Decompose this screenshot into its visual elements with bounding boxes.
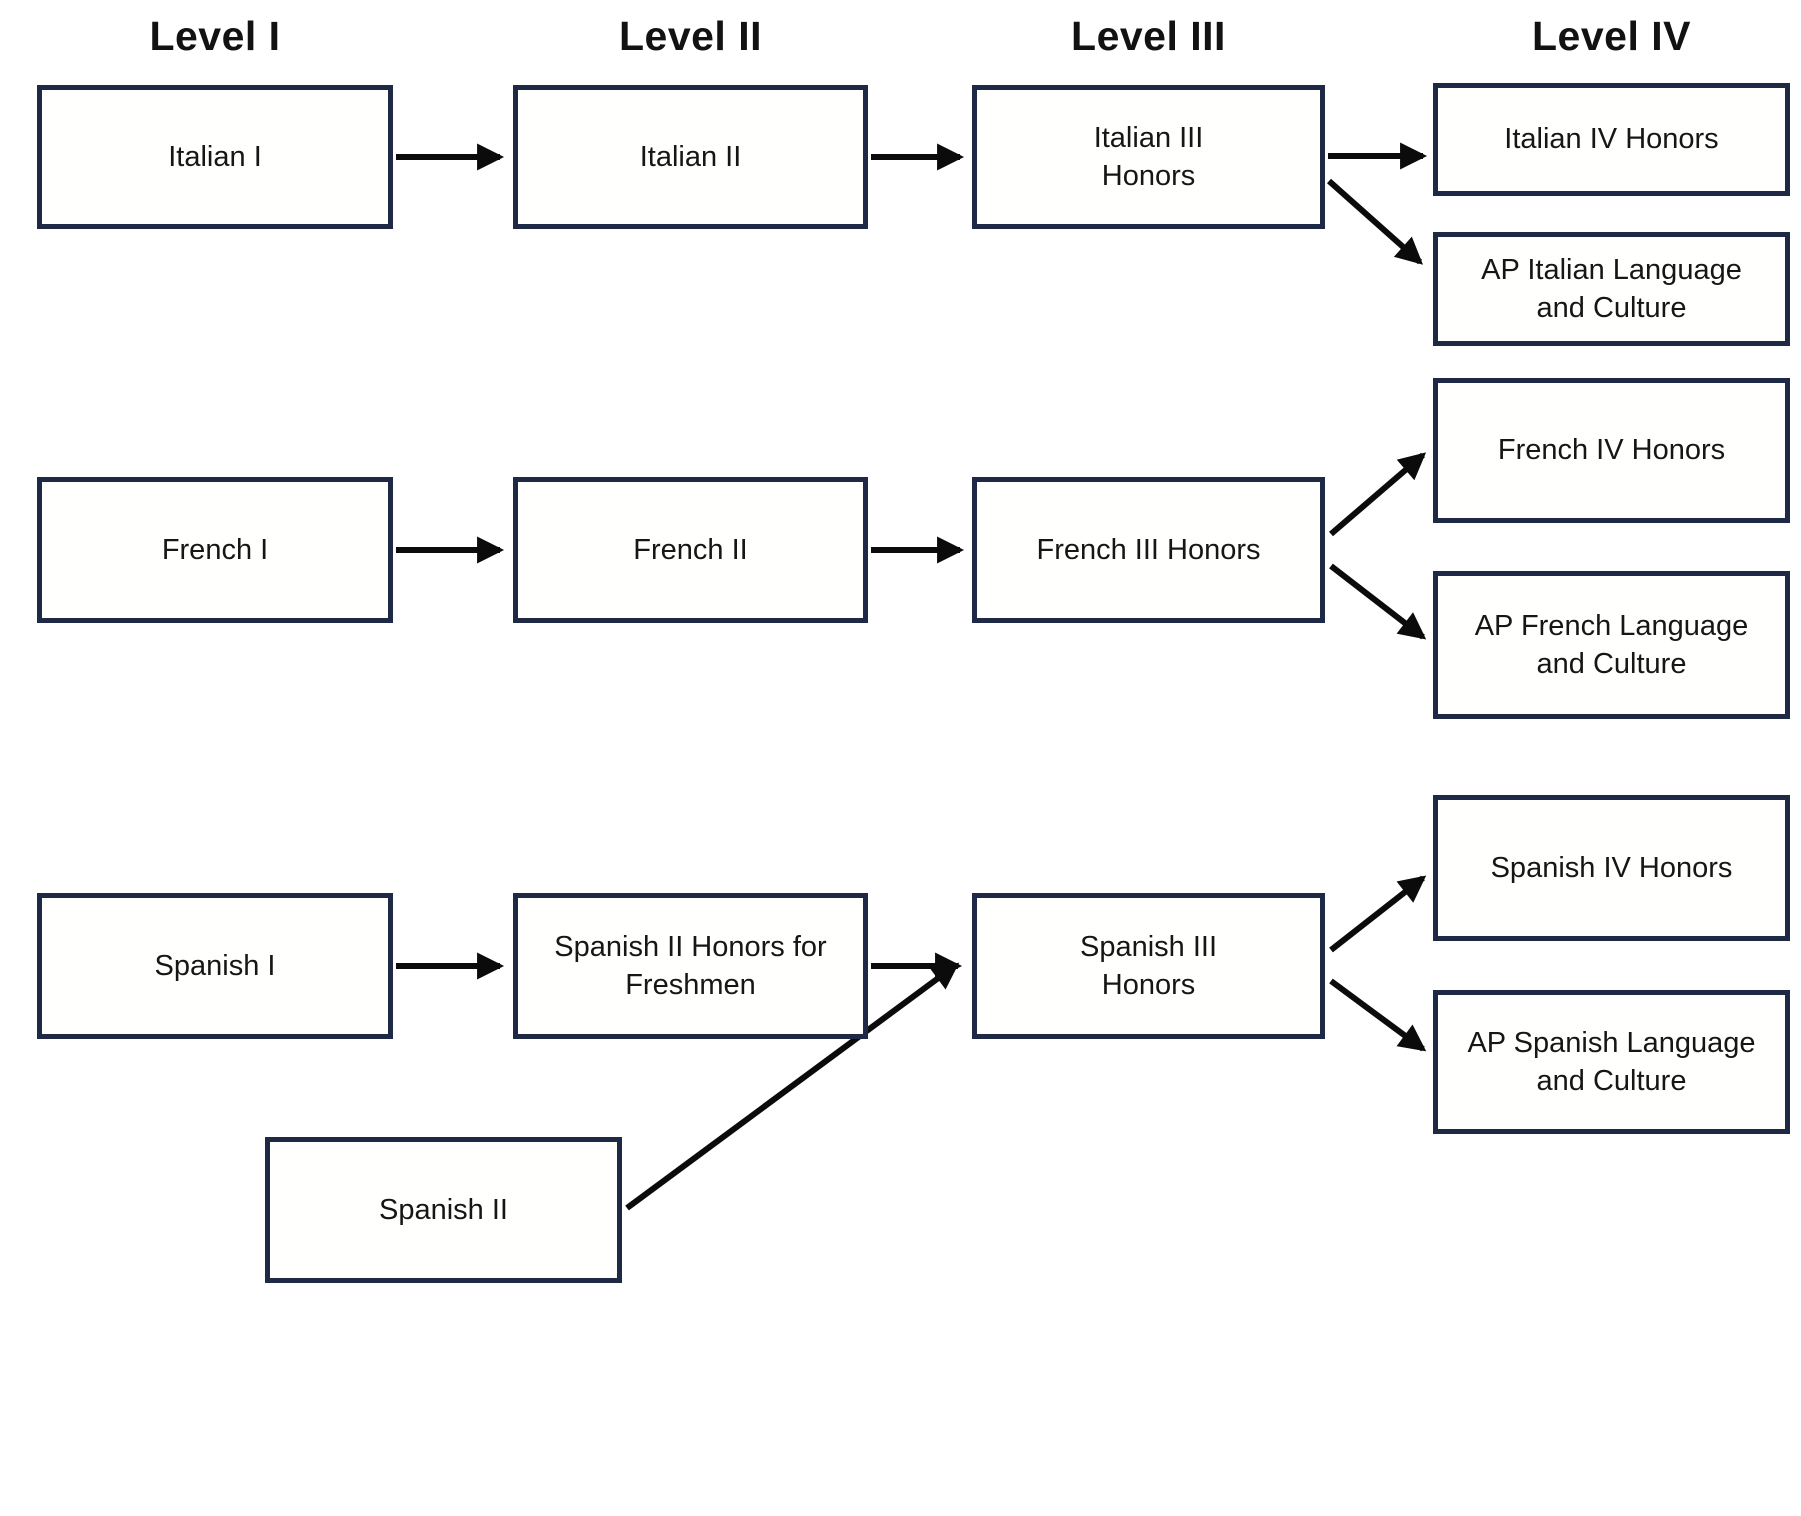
node-ap-italian: AP Italian Language and Culture (1433, 232, 1790, 346)
node-spanish-2-honors-freshmen: Spanish II Honors for Freshmen (513, 893, 868, 1039)
node-spanish-2: Spanish II (265, 1137, 622, 1283)
node-french-1: French I (37, 477, 393, 623)
node-ap-french: AP French Language and Culture (1433, 571, 1790, 719)
node-french-4-honors: French IV Honors (1433, 378, 1790, 523)
node-spanish-1: Spanish I (37, 893, 393, 1039)
node-spanish-4-honors: Spanish IV Honors (1433, 795, 1790, 941)
column-header-level-3: Level III (1071, 13, 1226, 59)
arrow-french3-french4 (1329, 452, 1427, 537)
column-header-level-2: Level II (618, 13, 762, 59)
node-italian-3-honors: Italian III Honors (972, 85, 1325, 229)
arrow-spanish3-spanish4 (1329, 875, 1427, 953)
column-header-level-1: Level I (149, 13, 281, 59)
node-french-2: French II (513, 477, 868, 623)
arrow-spanish3-ap-spanish (1329, 978, 1427, 1052)
node-spanish-3-honors: Spanish III Honors (972, 893, 1325, 1039)
node-italian-1: Italian I (37, 85, 393, 229)
arrow-italian3-ap-italian (1327, 178, 1424, 265)
node-italian-2: Italian II (513, 85, 868, 229)
node-french-3-honors: French III Honors (972, 477, 1325, 623)
arrow-french3-ap-french (1329, 563, 1427, 640)
node-ap-spanish: AP Spanish Language and Culture (1433, 990, 1790, 1134)
column-header-level-4: Level IV (1532, 13, 1691, 59)
node-italian-4-honors: Italian IV Honors (1433, 83, 1790, 196)
